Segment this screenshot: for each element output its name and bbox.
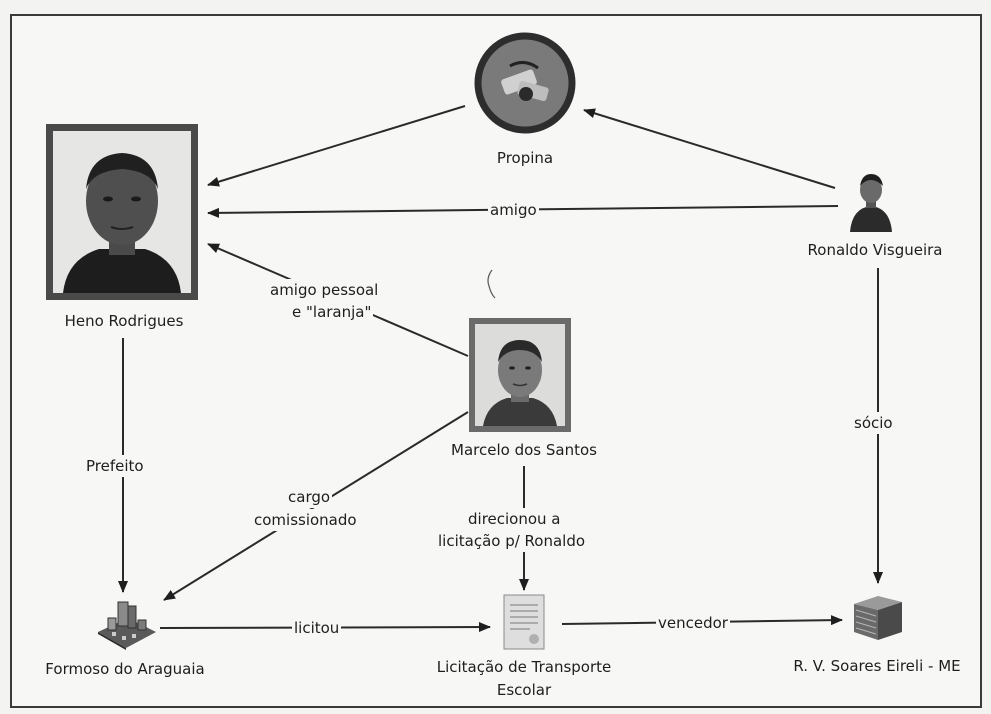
marcelo-portrait [475, 324, 565, 426]
edge-label-amigo-pessoal-1: amigo pessoal [268, 279, 381, 301]
licitacao-label-line2: Escolar [496, 681, 552, 699]
licitacao-node [500, 593, 548, 651]
edge-label-amigo-pessoal-2: e "laranja" [290, 301, 374, 323]
scribble-mark [487, 269, 496, 299]
propina-label: Propina [496, 149, 554, 167]
formoso-node [96, 596, 158, 650]
heno-photo [46, 124, 198, 300]
heno-portrait [53, 131, 191, 293]
edge-label-vencedor: vencedor [656, 612, 730, 634]
edge-label-prefeito: Prefeito [84, 455, 146, 477]
server-building-icon [854, 596, 902, 640]
licitacao-label-line1: Licitação de Transporte [436, 658, 612, 676]
money-bribe-icon [474, 32, 576, 134]
edge-label-socio: sócio [852, 412, 895, 434]
marcelo-label: Marcelo dos Santos [451, 441, 597, 459]
empresa-node [848, 592, 906, 642]
marcelo-photo [469, 318, 571, 432]
city-buildings-icon [98, 601, 156, 650]
edge-label-cargo-1: cargo [286, 486, 333, 508]
edge-label-amigo: amigo [488, 199, 539, 221]
formoso-label: Formoso do Araguaia [45, 660, 205, 678]
edge-label-direcionou-2: licitação p/ Ronaldo [436, 530, 588, 552]
edge-label-cargo-2: comissionado [252, 509, 359, 531]
empresa-label: R. V. Soares Eireli - ME [793, 657, 961, 675]
edge-propina-heno [207, 105, 466, 187]
document-icon [503, 594, 545, 650]
person-icon [850, 174, 892, 232]
edge-label-direcionou-1: direcionou a [466, 508, 563, 530]
edge-ronaldo-propina [583, 108, 836, 189]
edge-label-licitou: licitou [292, 617, 342, 639]
ronaldo-node [846, 170, 896, 232]
ronaldo-label: Ronaldo Visgueira [807, 241, 943, 259]
propina-node [474, 32, 576, 134]
heno-label: Heno Rodrigues [64, 312, 184, 330]
